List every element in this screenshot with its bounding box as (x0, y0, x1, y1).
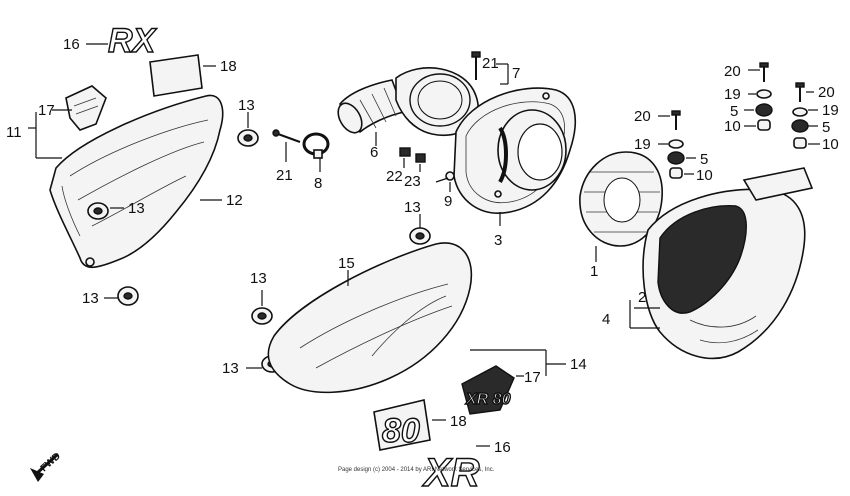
emblem-xr-text: XR (422, 451, 480, 495)
air-cleaner-housing-2 (642, 167, 814, 360)
callout-17-bottom: 17 (524, 369, 541, 386)
emblem-rx-top: RX (107, 21, 158, 60)
callout-22: 22 (386, 168, 403, 185)
callout-1: 1 (590, 263, 598, 280)
callout-4: 4 (602, 311, 610, 328)
callout-19-c: 19 (634, 136, 651, 153)
callout-5-c: 5 (700, 151, 708, 168)
callout-9: 9 (444, 193, 452, 210)
callout-21-top: 21 (482, 55, 499, 72)
collar-10-b (793, 137, 807, 149)
washer-19-a (756, 89, 772, 99)
callout-13-d: 13 (404, 199, 421, 216)
callout-23: 23 (404, 173, 421, 190)
grommet-13-b (87, 202, 109, 220)
emblem-xr-bottom: XR (421, 450, 480, 495)
callout-12: 12 (226, 192, 243, 209)
emblem-rx-text: RX (108, 22, 158, 60)
callout-13-a: 13 (238, 97, 255, 114)
callout-19-b: 19 (822, 102, 839, 119)
right-side-cover-15 (267, 242, 473, 394)
collar-10-a (757, 119, 771, 131)
callout-13-f: 13 (222, 360, 239, 377)
grommet-13-e (251, 307, 273, 325)
hose-clamp-8 (302, 132, 330, 159)
bolt-21-top (471, 51, 481, 80)
emblem-80-text: 80 (382, 412, 420, 450)
sticker-17-top (65, 85, 107, 131)
grommet-13-a (237, 129, 259, 147)
callout-5-a: 5 (730, 103, 738, 120)
forward-arrow-icon: FWD (30, 451, 63, 482)
callout-18-bottom: 18 (450, 413, 467, 430)
callout-10-a: 10 (724, 118, 741, 135)
callout-20-c: 20 (634, 108, 651, 125)
callout-20-a: 20 (724, 63, 741, 80)
callout-11: 11 (6, 124, 22, 141)
label-plate-18-top (149, 54, 203, 97)
washer-19-b (792, 107, 808, 117)
collar-10-c (669, 167, 683, 179)
nut-22 (399, 147, 411, 157)
callout-14: 14 (570, 356, 587, 373)
callout-21-left: 21 (276, 167, 293, 184)
air-cleaner-case-3 (453, 87, 577, 214)
callout-17-top: 17 (38, 102, 55, 119)
emblem-80-18: 80 (373, 399, 431, 451)
badge-xr80-text: XR 80 (465, 391, 511, 408)
callout-13-e: 13 (250, 270, 267, 287)
grommet-5-c (667, 151, 685, 165)
callout-10-b: 10 (822, 136, 839, 153)
callout-8: 8 (314, 175, 322, 192)
grommet-13-c (117, 286, 139, 306)
callout-18-top: 18 (220, 58, 237, 75)
callout-20-b: 20 (818, 84, 835, 101)
fwd-label: FWD (39, 451, 63, 474)
callout-13-c: 13 (82, 290, 99, 307)
bolt-20-a (759, 62, 769, 82)
callout-15: 15 (338, 255, 355, 272)
callout-16-top: 16 (63, 36, 80, 53)
intake-tube-6 (337, 67, 479, 136)
washer-19-c (668, 139, 684, 149)
callout-16-bottom: 16 (494, 439, 511, 456)
grommet-13-d (409, 227, 431, 245)
badge-xr80-17: XR 80 (461, 365, 515, 415)
grommet-5-a (755, 103, 773, 117)
bolt-20-c (671, 110, 681, 130)
callout-13-b: 13 (128, 200, 145, 217)
callout-7: 7 (512, 65, 520, 82)
callout-2: 2 (638, 289, 646, 306)
callout-3: 3 (494, 232, 502, 249)
callout-10-c: 10 (696, 167, 713, 184)
grommet-5-b (791, 119, 809, 133)
callout-6: 6 (370, 144, 378, 161)
nut-23 (415, 153, 426, 163)
air-filter-element-1 (579, 151, 663, 247)
callout-19-a: 19 (724, 86, 741, 103)
bolt-20-b (795, 82, 805, 102)
callout-5-b: 5 (822, 119, 830, 136)
screw-9 (435, 171, 455, 183)
copyright-footer: Page design (c) 2004 - 2014 by ARI Netwo… (338, 467, 495, 473)
bolt-21-left (272, 129, 301, 143)
